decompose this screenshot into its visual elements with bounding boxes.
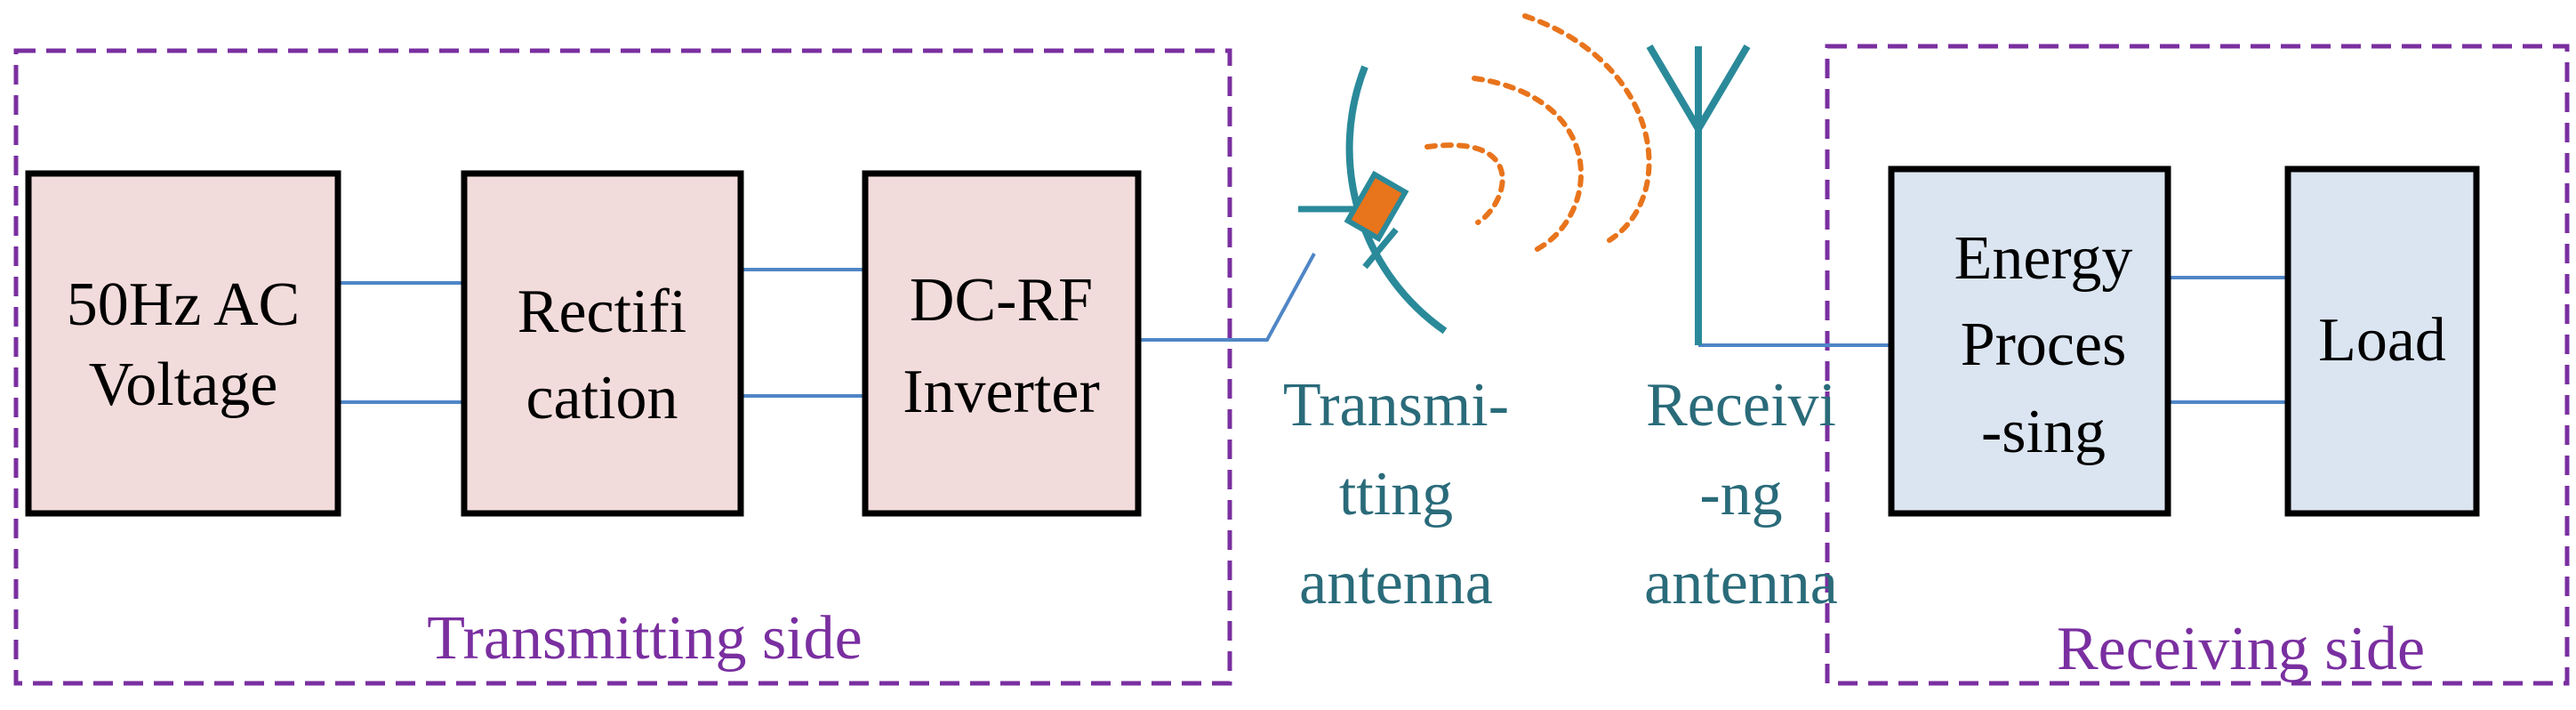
- block-energy-processing: Energy Proces -sing: [1888, 165, 2171, 517]
- block-inverter-line1: DC-RF: [910, 266, 1093, 335]
- block-rectification: Rectifi cation: [461, 170, 744, 517]
- transmitting-antenna-label-line2: tting: [1339, 460, 1453, 528]
- block-energy-processing-line1: Energy: [1954, 224, 2133, 293]
- block-energy-processing-line3: -sing: [1981, 398, 2106, 466]
- trident-antenna-icon: [1646, 44, 1751, 345]
- block-ac-voltage: 50Hz AC Voltage: [25, 170, 341, 517]
- block-load: Load: [2284, 165, 2480, 517]
- transmitting-antenna-label: Transmi- tting antenna: [1283, 371, 1509, 617]
- transmitting-side-label: Transmitting side: [427, 604, 862, 673]
- block-rectification-line1: Rectifi: [518, 278, 686, 346]
- block-load-line1: Load: [2318, 306, 2446, 375]
- block-rectification-line2: cation: [526, 364, 678, 432]
- transmitting-antenna-label-line1: Transmi-: [1283, 371, 1509, 440]
- receiving-antenna-label-line2: -ng: [1699, 460, 1782, 528]
- receiving-side-label: Receiving side: [2057, 615, 2425, 683]
- receiving-antenna-label: Receivi -ng antenna: [1644, 371, 1838, 617]
- block-inverter: DC-RF Inverter: [862, 170, 1142, 517]
- transmitting-side-group: [13, 48, 1232, 686]
- dish-antenna-icon: [1298, 65, 1448, 335]
- block-ac-voltage-line1: 50Hz AC: [67, 270, 301, 339]
- block-inverter-line2: Inverter: [903, 358, 1100, 426]
- receiving-side-group: [1825, 44, 2570, 686]
- radio-waves-icon: [1424, 13, 1652, 254]
- block-energy-processing-line2: Proces: [1961, 311, 2127, 379]
- block-ac-voltage-line2: Voltage: [89, 351, 278, 419]
- receiving-antenna-label-line1: Receivi: [1646, 371, 1836, 440]
- connector-inverter-dish: [1138, 253, 1316, 342]
- transmitting-antenna-label-line3: antenna: [1299, 549, 1493, 617]
- connectors: [338, 253, 2288, 404]
- receiving-antenna-label-line3: antenna: [1644, 549, 1838, 617]
